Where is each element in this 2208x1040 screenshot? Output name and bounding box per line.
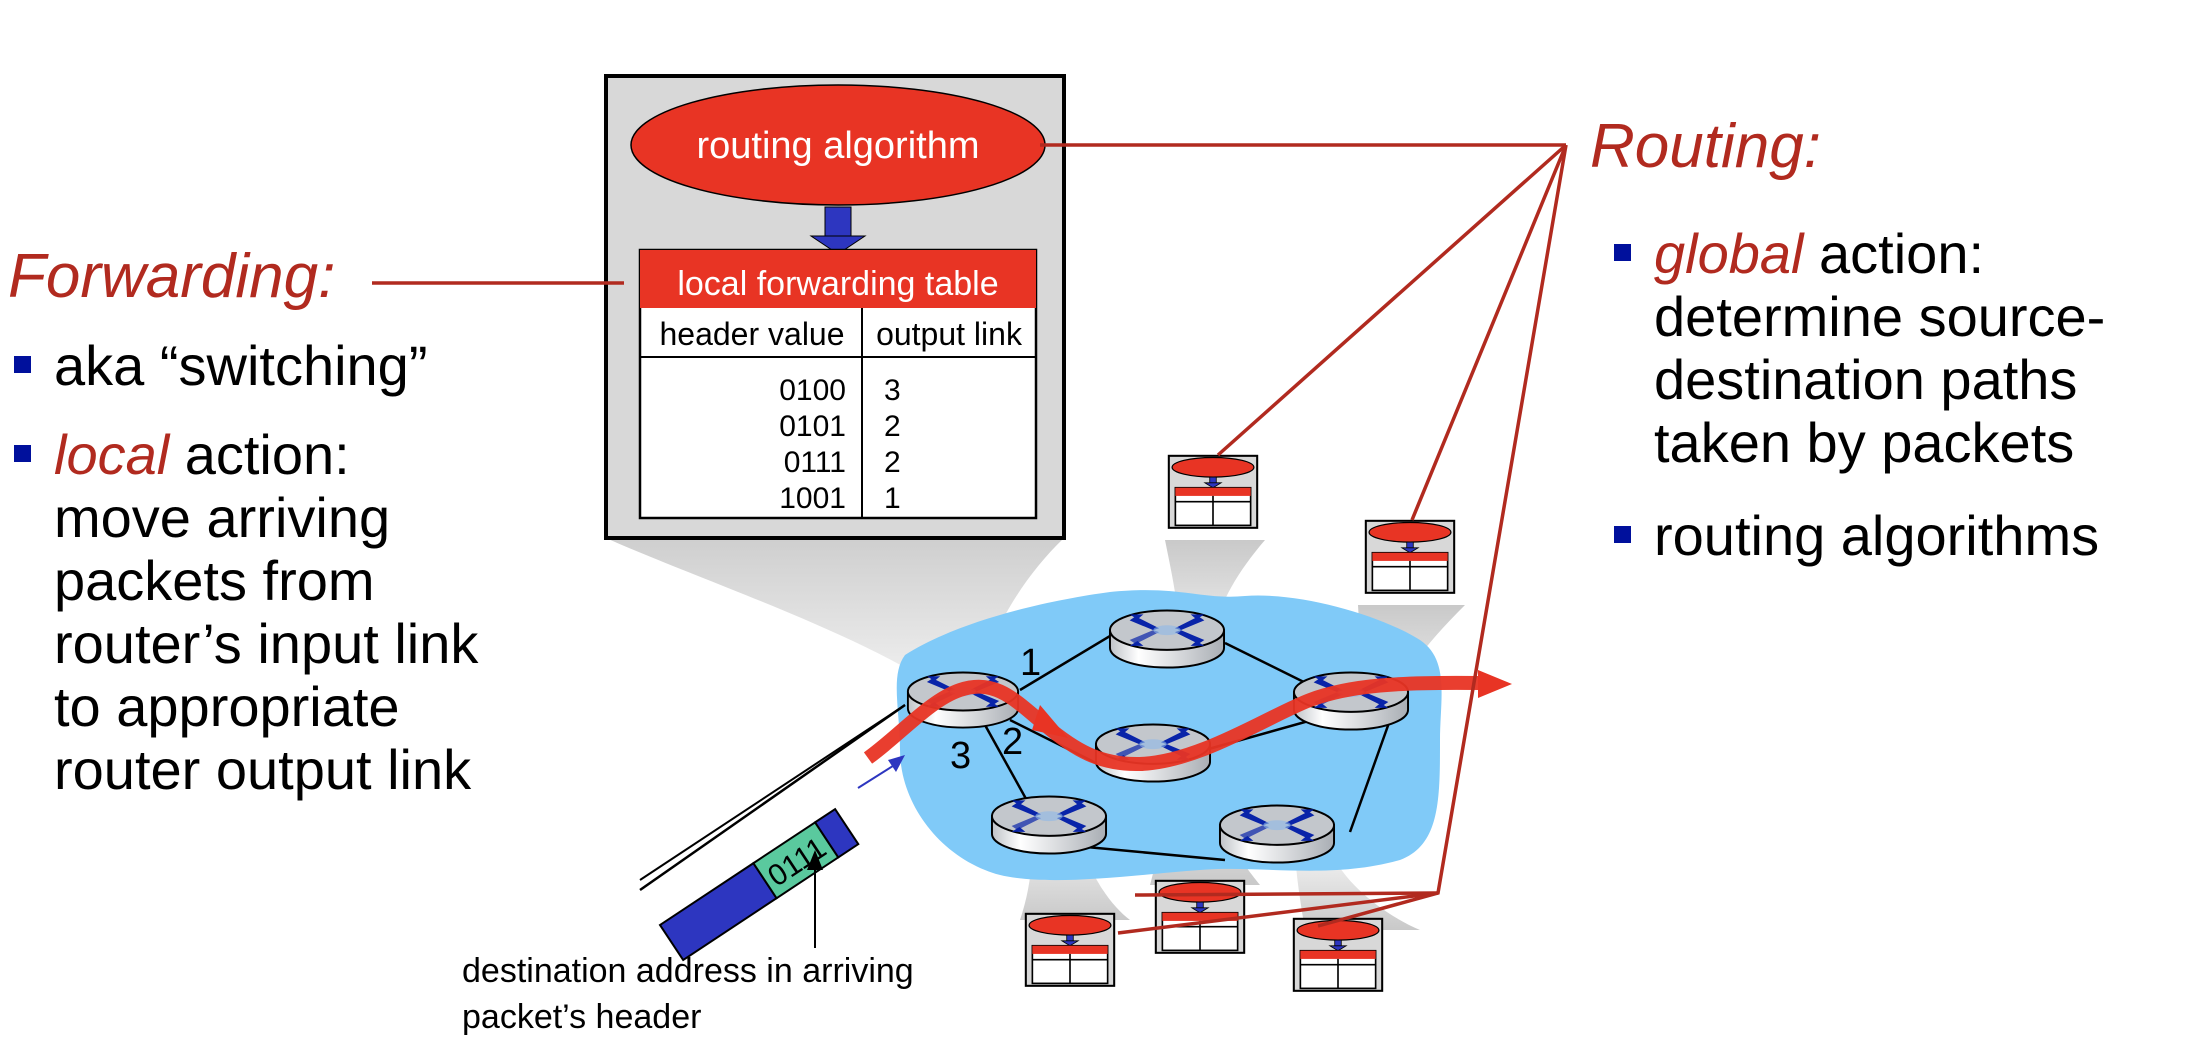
remote-router-table [1024,912,1116,988]
path-direction-arrowhead-icon [1032,705,1068,738]
routing-algorithm-label: routing algorithm [696,125,979,167]
bullet-text: aka “switching” [54,334,428,397]
router-detail-box: routing algorithm local forwarding table… [604,74,1066,540]
header-value-cell: 0100 [779,374,846,407]
bullet-text: move arriving [54,486,391,549]
bullet-text: packets from [54,549,375,612]
bullet-text: action: [169,423,350,486]
remote-router-table [1364,519,1456,595]
bullet-text: action: [1803,222,1985,285]
output-link-cell: 3 [884,374,901,407]
bullet-item: aka “switching” [14,334,478,397]
packet-path [863,675,1481,772]
emphasis-global: global [1654,222,1804,285]
link-label-2: 2 [1002,721,1023,763]
arrowhead-icon [888,755,905,772]
bullet-item: global action: determine source- destina… [1614,222,2105,474]
router-icon [1218,804,1336,864]
table-row: 1001 1 [779,482,900,515]
link-label-1: 1 [1020,642,1041,684]
connector-lines [372,143,1568,935]
remote-router-table [1292,917,1384,993]
remote-router-table [1167,454,1259,530]
routing-bullets: global action: determine source- destina… [1614,222,2105,593]
header-value-cell: 0111 [784,446,846,479]
router-icon [1108,609,1226,669]
table-row: 0111 2 [784,446,901,479]
output-link-cell: 2 [884,446,901,479]
router-icon [990,795,1108,855]
bullet-item: local action: move arriving packets from… [14,423,478,801]
forwarding-bullets: aka “switching” local action: move arriv… [14,334,478,827]
table-row: 0100 3 [779,374,900,407]
output-link-cell: 2 [884,410,901,443]
bullet-text: router’s input link [54,612,479,675]
column-header-value: header value [659,316,844,352]
input-link [639,704,906,881]
bullet-text: to appropriate [54,675,400,738]
bullet-square-icon [1614,526,1631,543]
forwarding-table-title-bar [640,250,1036,308]
down-arrow-icon [824,206,852,238]
bullet-text: taken by packets [1654,411,2075,474]
bullet-square-icon [14,445,31,462]
emphasis-local: local [54,423,170,486]
path-end-arrowhead-icon [1478,670,1512,698]
arrow-up-icon [807,850,823,870]
link-label-3: 3 [950,735,971,777]
arriving-packet: 0111 [658,807,860,962]
bullet-text: routing algorithms [1654,504,2100,567]
forwarding-table-title: local forwarding table [677,265,998,303]
table-row: 0101 2 [779,410,900,443]
remote-router-table [1154,879,1246,955]
bullet-text: destination paths [1654,348,2078,411]
column-header-output: output link [876,316,1023,352]
bullet-item: routing algorithms [1614,504,2105,567]
caption-line: packet’s header [462,998,702,1036]
bullet-text: determine source- [1654,285,2106,348]
packet-header-caption: destination address in arriving packet’s… [462,948,914,1040]
bullet-square-icon [14,356,31,373]
packet-direction-arrow [857,763,897,789]
forwarding-heading: Forwarding: [8,242,336,311]
caption-line: destination address in arriving [462,952,914,990]
header-value-cell: 1001 [779,482,846,515]
header-value-cell: 0101 [779,410,846,443]
routing-heading: Routing: [1590,112,1821,181]
output-link-cell: 1 [884,482,901,515]
bullet-square-icon [1614,244,1631,261]
bullet-text: router output link [54,738,472,801]
